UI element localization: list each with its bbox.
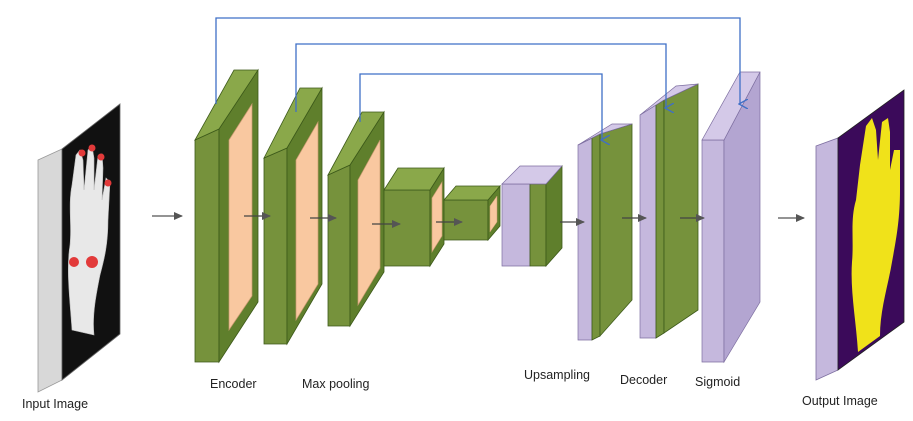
label-upsampling: Upsampling [524, 368, 591, 382]
sigmoid-block [701, 71, 761, 364]
input-image [37, 103, 121, 393]
decoder-block-1 [577, 123, 633, 341]
skip-connection-middle [295, 43, 666, 112]
segmentation-mask [851, 118, 900, 352]
decoder-block-2 [639, 83, 699, 339]
label-encoder: Encoder [210, 377, 257, 391]
output-image [815, 89, 905, 381]
label-input-image: Input Image [22, 397, 89, 411]
upsample-block-0 [501, 164, 563, 268]
encoder-block-3 [327, 110, 385, 328]
bottleneck-block-1 [383, 166, 445, 268]
hand-photo [67, 144, 112, 336]
skip-connection-outer [215, 17, 740, 104]
bottleneck-block-2 [443, 184, 501, 242]
skip-connection-inner [359, 73, 602, 140]
label-decoder: Decoder [620, 373, 668, 387]
encoder-block-2 [263, 86, 323, 346]
encoder-block-1 [194, 68, 259, 364]
label-output-image: Output Image [802, 394, 878, 408]
label-sigmoid: Sigmoid [695, 375, 741, 389]
label-max-pooling: Max pooling [302, 377, 370, 391]
